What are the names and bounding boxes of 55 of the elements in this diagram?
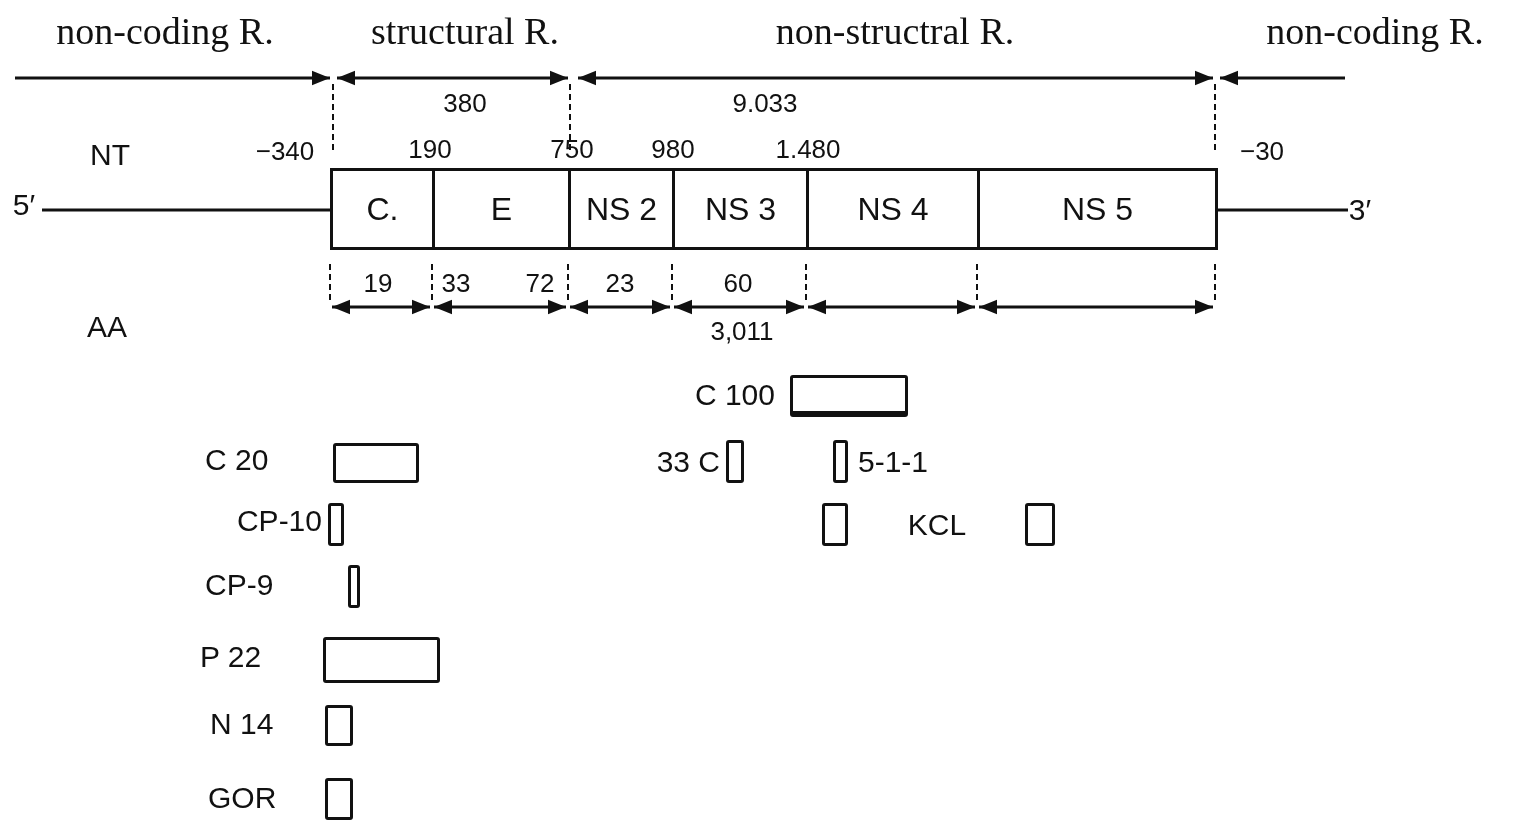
antigen-box: [325, 778, 353, 820]
antigen-name: CP-9: [205, 570, 274, 600]
position-label: −340: [255, 138, 315, 164]
position-label: 980: [651, 136, 695, 162]
antigen-box: [328, 503, 344, 546]
gene-segment-box: [432, 168, 571, 250]
antigen-name: 33 C: [656, 447, 720, 477]
length-label: 23: [605, 270, 635, 296]
antigen-name: KCL: [907, 510, 967, 540]
region-label: non-coding R.: [56, 12, 274, 50]
gene-segment-box: [672, 168, 809, 250]
antigen-name: P 22: [200, 642, 262, 672]
segment-label: E: [490, 190, 513, 228]
axis-label: AA: [87, 312, 127, 342]
antigen-box: [726, 440, 744, 483]
antigen-box: [833, 440, 848, 483]
gene-segment-box: [977, 168, 1218, 250]
antigen-box: [1025, 503, 1055, 546]
length-label: 9.033: [732, 90, 798, 116]
region-label: structural R.: [371, 12, 559, 50]
end-label: 3′: [1348, 195, 1372, 225]
segment-label: NS 5: [1061, 190, 1134, 228]
length-label: 380: [443, 90, 487, 116]
antigen-name: GOR: [208, 783, 277, 813]
antigen-box: [325, 705, 353, 746]
length-label: 72: [525, 270, 555, 296]
gene-segment-box: [330, 168, 435, 250]
antigen-box: [790, 375, 908, 417]
length-label: 3,011: [710, 318, 774, 344]
gene-segment-box: [568, 168, 675, 250]
length-label: 60: [723, 270, 753, 296]
segment-label: NS 4: [857, 190, 929, 228]
segment-label: C.: [366, 190, 399, 228]
antigen-name: C 100: [694, 380, 775, 410]
region-label: non-structral R.: [775, 12, 1015, 50]
segment-label: NS 2: [585, 190, 658, 228]
antigen-name: 5-1-1: [858, 447, 929, 477]
antigen-box: [323, 637, 440, 683]
antigen-name: CP-10: [236, 506, 322, 536]
antigen-box: [822, 503, 848, 546]
length-label: 33: [441, 270, 471, 296]
position-label: −30: [1239, 138, 1285, 164]
antigen-name: N 14: [210, 709, 274, 739]
segment-label: NS 3: [704, 190, 777, 228]
position-label: 1.480: [775, 136, 841, 162]
position-label: 750: [550, 136, 594, 162]
antigen-name: C 20: [205, 445, 269, 475]
axis-label: NT: [90, 140, 130, 170]
end-label: 5′: [12, 190, 36, 220]
gene-segment-box: [806, 168, 980, 250]
antigen-box: [333, 443, 419, 483]
length-label: 19: [363, 270, 393, 296]
region-label: non-coding R.: [1266, 12, 1484, 50]
position-label: 190: [408, 136, 452, 162]
antigen-box: [348, 565, 360, 608]
